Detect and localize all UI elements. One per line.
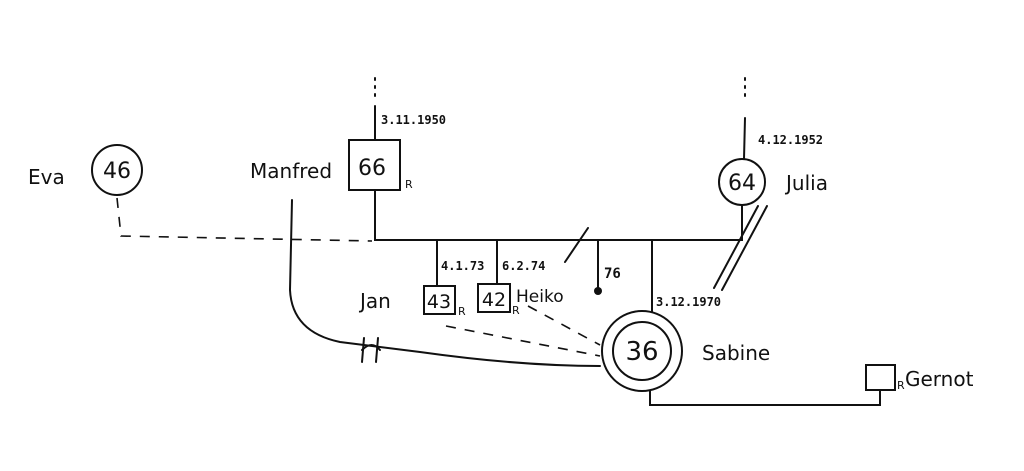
conflict-line xyxy=(713,205,759,289)
birth-date: 4.12.1952 xyxy=(758,133,823,147)
female-symbol xyxy=(612,321,672,381)
female-symbol xyxy=(91,144,143,196)
birth-date: 3.12.1970 xyxy=(656,295,721,309)
person-eva: 46 Eva xyxy=(28,144,373,242)
name-label: Jan xyxy=(358,289,391,313)
person-deceased-child: 76 xyxy=(594,239,621,295)
relationship-line-eva-manfred xyxy=(116,197,373,242)
name-label: Sabine xyxy=(702,341,770,365)
person-heiko: 42 R 6.2.74 Heiko xyxy=(477,239,564,317)
mark-label: R xyxy=(405,178,413,191)
name-label: Heiko xyxy=(516,287,564,307)
age-label: 46 xyxy=(103,159,131,184)
person-manfred: 66 R 3.11.1950 Manfred xyxy=(250,77,446,191)
name-label: Manfred xyxy=(250,159,332,183)
name-label: Gernot xyxy=(905,367,974,391)
age-label: 42 xyxy=(482,289,506,311)
male-symbol xyxy=(865,364,896,391)
conflict-line xyxy=(721,205,768,291)
separation-mark xyxy=(564,227,589,263)
relationship-line-manfred-sabine xyxy=(288,199,601,367)
index-person-outer-circle xyxy=(601,310,683,392)
age-label: 66 xyxy=(358,156,386,181)
relationship-line-heiko-sabine xyxy=(527,305,601,346)
male-symbol xyxy=(477,283,511,313)
partnership-line xyxy=(649,389,881,406)
mark-label: R xyxy=(458,305,466,318)
age-label: 64 xyxy=(728,171,756,196)
person-julia: 64 4.12.1952 Julia xyxy=(718,77,828,206)
marriage-line xyxy=(374,189,743,241)
ancestry-line xyxy=(743,117,746,160)
mark-label: R xyxy=(512,304,520,317)
person-gernot: R Gernot xyxy=(649,364,974,406)
person-sabine: 36 3.12.1970 Sabine xyxy=(601,239,770,392)
year-label: 76 xyxy=(604,266,621,282)
person-jan: 43 R 4.1.73 Jan xyxy=(358,239,484,318)
birth-date: 4.1.73 xyxy=(441,259,484,273)
death-dot xyxy=(594,287,602,295)
name-label: Eva xyxy=(28,165,65,189)
name-label: Julia xyxy=(784,171,828,195)
break-mark xyxy=(375,337,379,363)
relationship-line-jan-sabine xyxy=(445,325,601,357)
age-label: 36 xyxy=(625,337,658,367)
mark-label: R xyxy=(897,379,905,392)
male-symbol xyxy=(423,285,456,315)
birth-date: 3.11.1950 xyxy=(381,113,446,127)
birth-date: 6.2.74 xyxy=(502,259,545,273)
age-label: 43 xyxy=(427,291,451,313)
break-mark xyxy=(361,344,381,351)
